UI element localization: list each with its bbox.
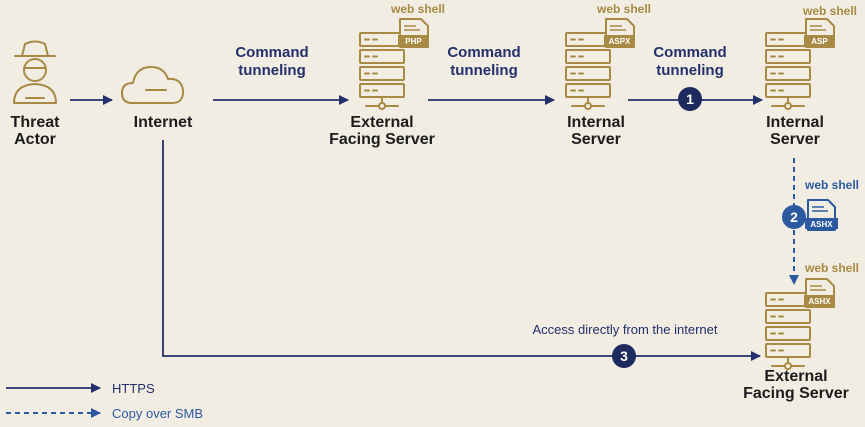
label-external-server-2: External Facing Server — [743, 368, 849, 402]
label-internet: Internet — [133, 114, 193, 131]
server-icon — [359, 32, 405, 110]
document-icon: ASHX — [805, 199, 838, 231]
edge-label-tunnel-1: Command tunneling — [235, 44, 309, 79]
svg-text:ASHX: ASHX — [808, 297, 831, 306]
webshell-doc-icon: ASPX — [604, 18, 635, 48]
webshell-doc-icon: ASHX — [804, 278, 835, 308]
label-external-server-1: External Facing Server — [329, 114, 435, 148]
step-badge-1: 1 — [678, 87, 702, 111]
step-badge-3: 3 — [612, 344, 636, 368]
svg-text:ASPX: ASPX — [609, 37, 631, 46]
webshell-label-aspx: web shell — [596, 2, 652, 16]
edge-label-tunnel-3: Command tunneling — [653, 44, 727, 79]
hacker-icon — [13, 40, 57, 104]
webshell-label-ashx: web shell — [804, 261, 860, 275]
server-icon — [565, 32, 611, 110]
edge-direct-internet-access — [162, 140, 761, 361]
legend-smb-label: Copy over SMB — [112, 406, 204, 421]
step-badge-2: 2 — [782, 205, 806, 229]
webshell-doc-icon: ASP — [804, 18, 835, 48]
webshell-label-php: web shell — [390, 2, 446, 16]
svg-text:ASP: ASP — [811, 37, 828, 46]
legend-https-label: HTTPS — [112, 381, 155, 396]
webshell-label-asp: web shell — [802, 4, 858, 18]
edge-label-direct-access: Access directly from the internet — [532, 322, 718, 337]
svg-text:3: 3 — [620, 348, 628, 364]
webshell-doc-icon: PHP — [398, 18, 429, 48]
edge-label-tunnel-2: Command tunneling — [447, 44, 521, 79]
svg-text:ASHX: ASHX — [810, 220, 833, 229]
svg-text:PHP: PHP — [405, 37, 422, 46]
server-icon — [765, 32, 811, 110]
label-internal-server-2: Internal Server — [766, 114, 824, 148]
cloud-icon — [121, 66, 185, 104]
svg-text:2: 2 — [790, 209, 798, 225]
webshell-label-smb: web shell — [804, 178, 860, 192]
svg-text:1: 1 — [686, 91, 694, 107]
label-internal-server-1: Internal Server — [567, 114, 625, 148]
server-icon — [765, 292, 811, 370]
label-threat-actor: Threat Actor — [10, 114, 60, 148]
